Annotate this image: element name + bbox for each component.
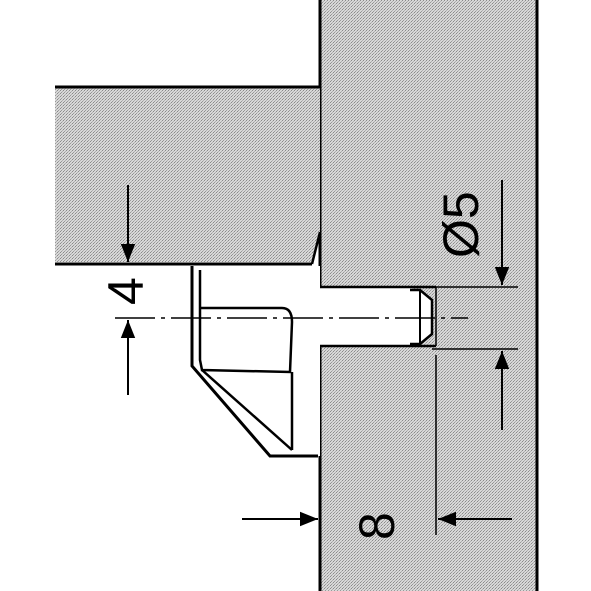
- dim-8-label: 8: [349, 512, 405, 540]
- bracket-outline: [190, 266, 318, 458]
- shelf-board: [55, 87, 320, 262]
- shelf-chamfer: [310, 231, 322, 265]
- bracket-inner-outline: [198, 270, 294, 374]
- support-bracket: [192, 266, 320, 456]
- dim-diameter-label: Ø5: [433, 191, 489, 258]
- dim-4-label: 4: [98, 277, 154, 305]
- support-pin: [322, 289, 410, 344]
- bracket-inner-diagonal: [201, 369, 293, 451]
